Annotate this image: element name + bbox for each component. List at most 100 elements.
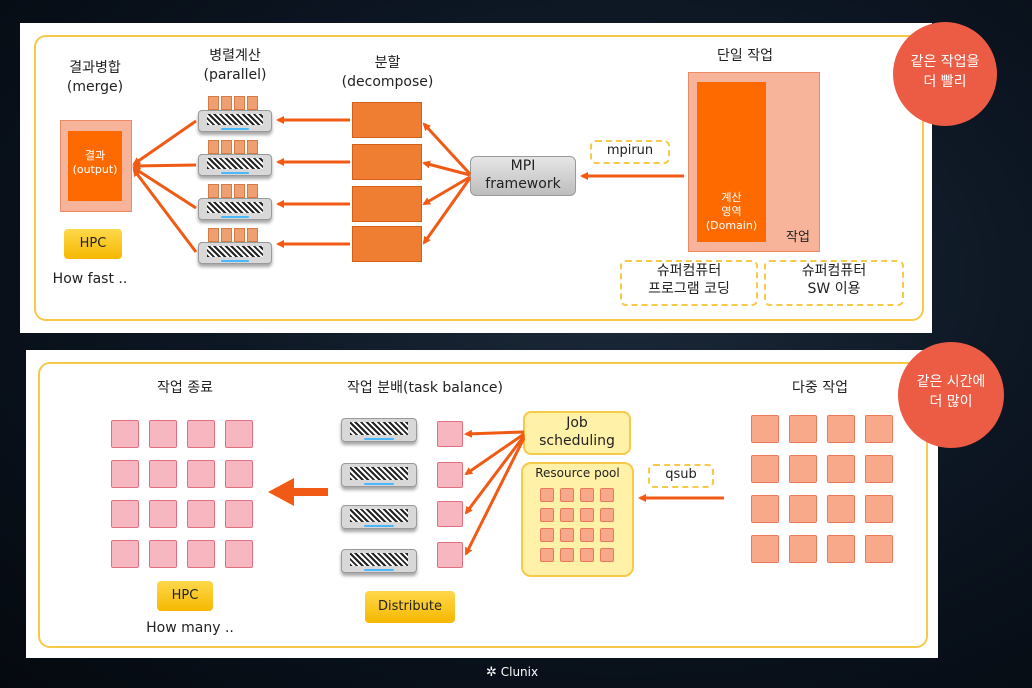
mpirun-box (590, 140, 670, 164)
merge-subtitle: (merge) (66, 79, 124, 95)
server-task-block (221, 184, 232, 198)
badge-faster: 같은 작업을 더 빨리 (893, 22, 997, 126)
multi-job-title: 다중 작업 (792, 380, 848, 396)
hpc-badge-bottom: HPC (157, 581, 213, 611)
arrow-mpi-3 (422, 175, 471, 206)
decompose-block-1 (352, 102, 422, 138)
decompose-block-2 (352, 144, 422, 180)
how-many-text: How many .. (146, 620, 234, 636)
server-task-block (208, 96, 219, 110)
decompose-subtitle: (decompose) (341, 74, 434, 90)
domain-box (697, 82, 766, 242)
server-task-block (234, 96, 245, 110)
pool-resource-cell (560, 508, 574, 522)
server-b3 (341, 505, 417, 529)
decompose-title: 분할 (374, 55, 401, 71)
pool-resource-cell (540, 528, 554, 542)
resource-pool-label: Resource pool (535, 466, 620, 480)
single-job-title: 단일 작업 (717, 48, 773, 64)
pending-job-cell (865, 455, 893, 483)
arrow-sched-2 (464, 432, 525, 476)
pending-job-cell (827, 455, 855, 483)
pending-job-cell (751, 415, 779, 443)
arrow-sched-1 (464, 429, 525, 438)
pool-resource-cell (560, 548, 574, 562)
node-task-4 (437, 542, 463, 568)
done-task-cell (111, 500, 139, 528)
server-b2 (341, 463, 417, 487)
done-task-cell (111, 420, 139, 448)
pool-resource-cell (600, 548, 614, 562)
server-4 (198, 242, 272, 264)
sc-sw-label: 슈퍼컴퓨터 SW 이용 (801, 263, 867, 297)
done-task-cell (225, 500, 253, 528)
pool-resource-cell (540, 548, 554, 562)
badge-more: 같은 시간에 더 많이 (898, 342, 1004, 448)
server-b1 (341, 418, 417, 442)
parallel-title: 병렬계산 (209, 48, 261, 64)
pool-resource-cell (600, 488, 614, 502)
arrow-sched-3 (464, 435, 526, 515)
pool-resource-cell (560, 488, 574, 502)
server-task-block (208, 184, 219, 198)
hpc-label-bottom: HPC (171, 588, 199, 603)
pool-resource-cell (600, 528, 614, 542)
pending-job-cell (789, 455, 817, 483)
pool-resource-cell (600, 508, 614, 522)
server-1 (198, 110, 272, 132)
server-b4 (341, 549, 417, 573)
server-task-block (221, 228, 232, 242)
server-task-block (208, 140, 219, 154)
sc-coding-label: 슈퍼컴퓨터 프로그램 코딩 (648, 263, 730, 297)
server-2 (198, 154, 272, 176)
arrow-merge-1 (132, 119, 197, 166)
pending-job-cell (751, 495, 779, 523)
pool-resource-cell (560, 528, 574, 542)
pending-job-cell (865, 495, 893, 523)
pending-job-cell (789, 535, 817, 563)
done-task-cell (111, 540, 139, 568)
server-task-block (247, 184, 258, 198)
pending-job-cell (827, 535, 855, 563)
hpc-label: HPC (79, 236, 107, 251)
pending-job-cell (865, 535, 893, 563)
server-3 (198, 198, 272, 220)
result-label: 결과 (output) (72, 149, 118, 176)
flower-icon: ✲ (486, 665, 497, 680)
pool-resource-cell (540, 508, 554, 522)
node-task-2 (437, 462, 463, 488)
hpc-badge-top: HPC (64, 229, 122, 259)
arrow-merge-2 (132, 161, 197, 170)
decompose-block-4 (352, 226, 422, 262)
server-task-block (247, 140, 258, 154)
done-task-cell (225, 420, 253, 448)
done-task-cell (149, 460, 177, 488)
server-task-block (234, 140, 245, 154)
pending-job-cell (827, 495, 855, 523)
done-task-cell (111, 460, 139, 488)
node-task-1 (437, 421, 463, 447)
distribute-box: Distribute (365, 591, 455, 623)
balance-title: 작업 분배(task balance) (347, 380, 503, 396)
pool-resource-cell (580, 528, 594, 542)
pool-resource-cell (580, 508, 594, 522)
done-task-cell (187, 540, 215, 568)
pending-job-cell (865, 415, 893, 443)
arrow-merge-4 (132, 168, 198, 253)
server-task-block (208, 228, 219, 242)
job-scheduling-label: Job scheduling (539, 415, 615, 449)
job-label: 작업 (786, 230, 810, 245)
arrow-sched-4 (464, 437, 526, 556)
decompose-block-3 (352, 186, 422, 222)
footer-logo: ✲ Clunix (486, 665, 538, 683)
mpirun-label: mpirun (606, 143, 654, 158)
done-task-cell (225, 540, 253, 568)
resource-pool-box (521, 462, 634, 577)
arrow-mpi-1 (422, 122, 472, 176)
server-task-block (247, 96, 258, 110)
mpi-framework-box (470, 156, 576, 196)
domain-label: 계산 영역 (Domain) (705, 191, 758, 232)
how-fast-text: How fast .. (52, 271, 128, 287)
arrow-mpi-2 (422, 160, 471, 177)
